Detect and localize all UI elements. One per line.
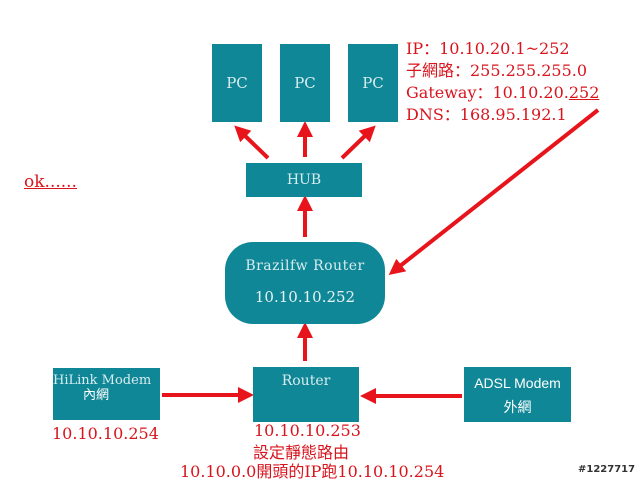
ok-note: ok...... (24, 172, 77, 192)
adsl-wan-label: 外網 (503, 400, 532, 416)
brazilfw-router-label: Brazilfw Router (245, 258, 365, 274)
router-ip-label: 10.10.10.253 (254, 421, 361, 440)
router-box: Router (253, 367, 359, 422)
static-route-note: 設定靜態路由 (253, 443, 350, 462)
ip-info: IP：10.10.20.1~252 (406, 39, 570, 58)
gateway-prefix: Gateway：10.10.20. (406, 83, 569, 102)
arrow-hub-to-pc-right (340, 125, 376, 160)
gateway-info: Gateway：10.10.20.252 (406, 82, 599, 104)
adsl-modem-label: ADSL Modem (474, 375, 561, 391)
pc-label: PC (226, 74, 248, 92)
router-label: Router (281, 373, 331, 389)
static-route-detail: 10.10.0.0開頭的IP跑10.10.10.254 (180, 462, 445, 481)
arrow-hub-to-pc-left (234, 125, 270, 160)
hilink-ip-label: 10.10.10.254 (52, 424, 159, 443)
subnet-info: 子網路：255.255.255.0 (406, 61, 588, 80)
hub-label: HUB (286, 172, 322, 188)
pc-label: PC (294, 74, 316, 92)
pc-box-1: PC (212, 44, 262, 122)
hub-box: HUB (246, 163, 362, 197)
brazilfw-router-ip: 10.10.10.252 (254, 288, 356, 306)
dns-info: DNS：168.95.192.1 (406, 105, 567, 124)
brazilfw-router-box: Brazilfw Router 10.10.10.252 (225, 242, 385, 324)
pc-label: PC (362, 74, 384, 92)
pc-box-3: PC (348, 44, 398, 122)
hilink-lan-label: 內網 (83, 388, 110, 403)
adsl-modem-box: ADSL Modem 外網 (464, 367, 571, 422)
hilink-modem-box: HiLink Modem 內網 (53, 368, 160, 420)
gateway-suffix: 252 (568, 83, 600, 102)
watermark: #1227717 (578, 464, 636, 475)
hilink-modem-label: HiLink Modem (53, 373, 152, 388)
pc-box-2: PC (280, 44, 330, 122)
arrow-gateway-to-brazil (388, 108, 600, 275)
